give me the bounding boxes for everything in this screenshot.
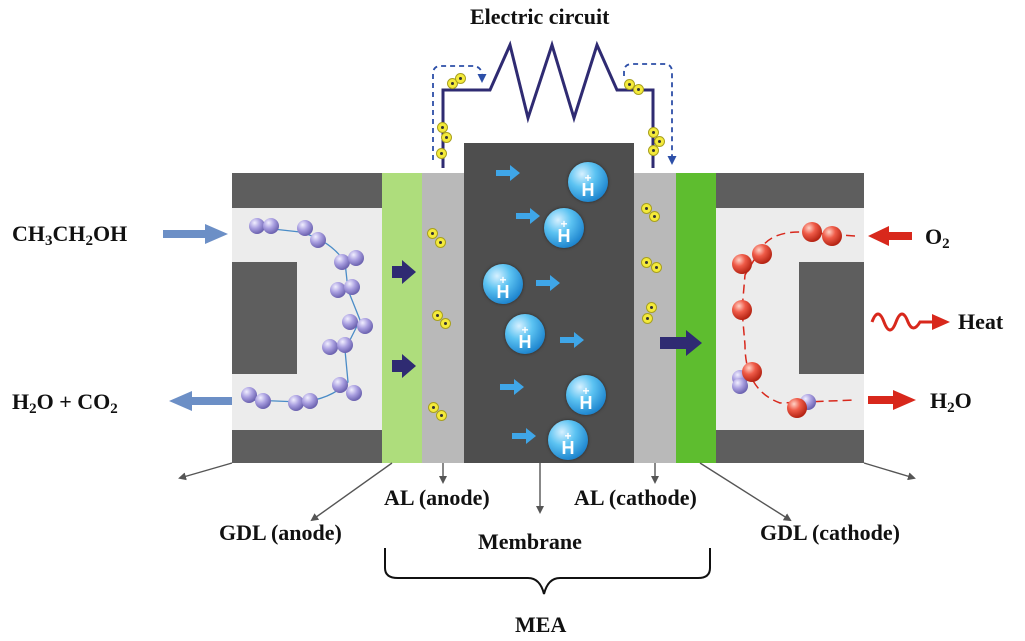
- oxygen-label: O2: [925, 224, 950, 252]
- proton-icon: H+: [566, 375, 606, 415]
- mea-label: MEA: [515, 612, 567, 637]
- electron-icon: [641, 257, 652, 268]
- exhaust-outlet-arrow: [169, 391, 232, 411]
- electron-icon: [428, 402, 439, 413]
- electron-icon: [441, 132, 452, 143]
- water-outlet-arrow: [868, 390, 916, 410]
- exhaust-label: H2O + CO2: [12, 389, 118, 417]
- electron-icon: [648, 145, 659, 156]
- membrane-label: Membrane: [478, 529, 582, 554]
- al-anode-label: AL (anode): [384, 485, 490, 510]
- electron-icon: [440, 318, 451, 329]
- electron-icon: [641, 203, 652, 214]
- circuit-wire: [441, 40, 655, 168]
- al-cathode-label: AL (cathode): [574, 485, 697, 510]
- electron-flow-arrow-right: [623, 63, 677, 165]
- electron-icon: [427, 228, 438, 239]
- proton-icon: H+: [548, 420, 588, 460]
- proton-drift-arrows: [496, 165, 584, 444]
- gdl-anode-label: GDL (anode): [219, 520, 342, 545]
- fuel-molecule-path: [241, 218, 373, 411]
- proton-icon: H+: [544, 208, 584, 248]
- heat-wave-arrow: [870, 312, 950, 332]
- label-pointer-lines: [178, 462, 916, 522]
- oxygen-inlet-arrow: [868, 226, 912, 246]
- electron-icon: [435, 237, 446, 248]
- fuel-inlet-label: CH3CH2OH: [12, 221, 128, 249]
- electron-icon: [648, 127, 659, 138]
- electron-icon: [646, 302, 657, 313]
- electron-icon: [651, 262, 662, 273]
- electron-icon: [649, 211, 660, 222]
- water-label: H2O: [930, 388, 972, 416]
- heat-label: Heat: [958, 309, 1004, 334]
- mass-transport-arrows: [392, 260, 702, 378]
- electron-icon: [432, 310, 443, 321]
- electron-icon: [642, 313, 653, 324]
- gdl-cathode-label: GDL (cathode): [760, 520, 900, 545]
- electron-icon: [654, 136, 665, 147]
- electron-icon: [436, 148, 447, 159]
- electric-circuit-label: Electric circuit: [470, 4, 610, 29]
- electron-icon: [633, 84, 644, 95]
- proton-icon: H+: [483, 264, 523, 304]
- proton-icon: H+: [505, 314, 545, 354]
- electron-icon: [455, 73, 466, 84]
- fuel-inlet-arrow: [163, 224, 228, 244]
- electron-icon: [436, 410, 447, 421]
- mea-brace: [384, 548, 711, 595]
- oxygen-molecule-path: [732, 222, 856, 418]
- gdl-anode-layer: [382, 173, 422, 463]
- proton-icon: H+: [568, 162, 608, 202]
- membrane-layer: [464, 143, 634, 463]
- gdl-cathode-layer: [676, 173, 716, 463]
